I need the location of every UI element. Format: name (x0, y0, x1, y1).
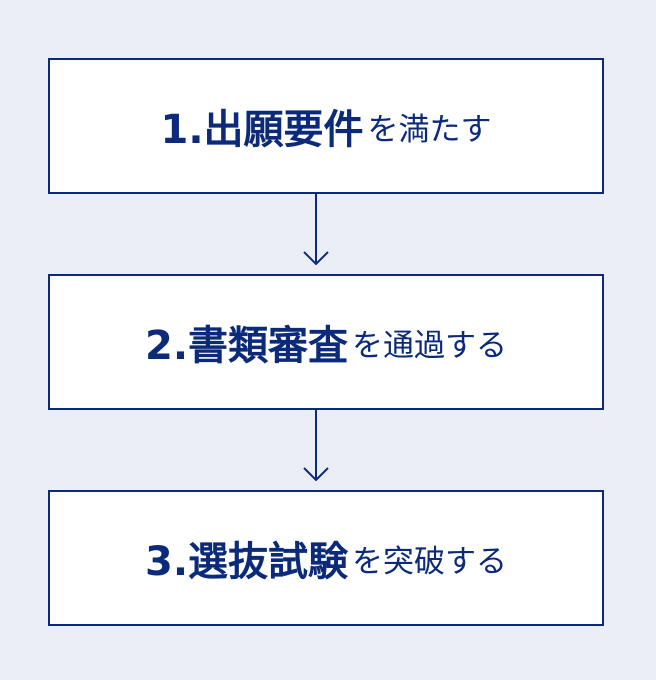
step-box-2: 2.書類審査を通過する (48, 274, 604, 410)
step-3-heading: 3.選抜試験 (144, 539, 349, 585)
step-3-suffix: を突破する (352, 543, 508, 580)
step-1-suffix: を満たす (367, 111, 492, 148)
step-1-heading: 1.出願要件 (160, 107, 364, 153)
arrow-down-icon (303, 410, 329, 482)
step-box-3: 3.選抜試験を突破する (48, 490, 604, 626)
step-2-suffix: を通過する (352, 327, 508, 364)
step-box-1: 1.出願要件を満たす (48, 58, 604, 194)
step-2-heading: 2.書類審査 (144, 323, 349, 369)
arrow-down-icon (303, 194, 329, 266)
